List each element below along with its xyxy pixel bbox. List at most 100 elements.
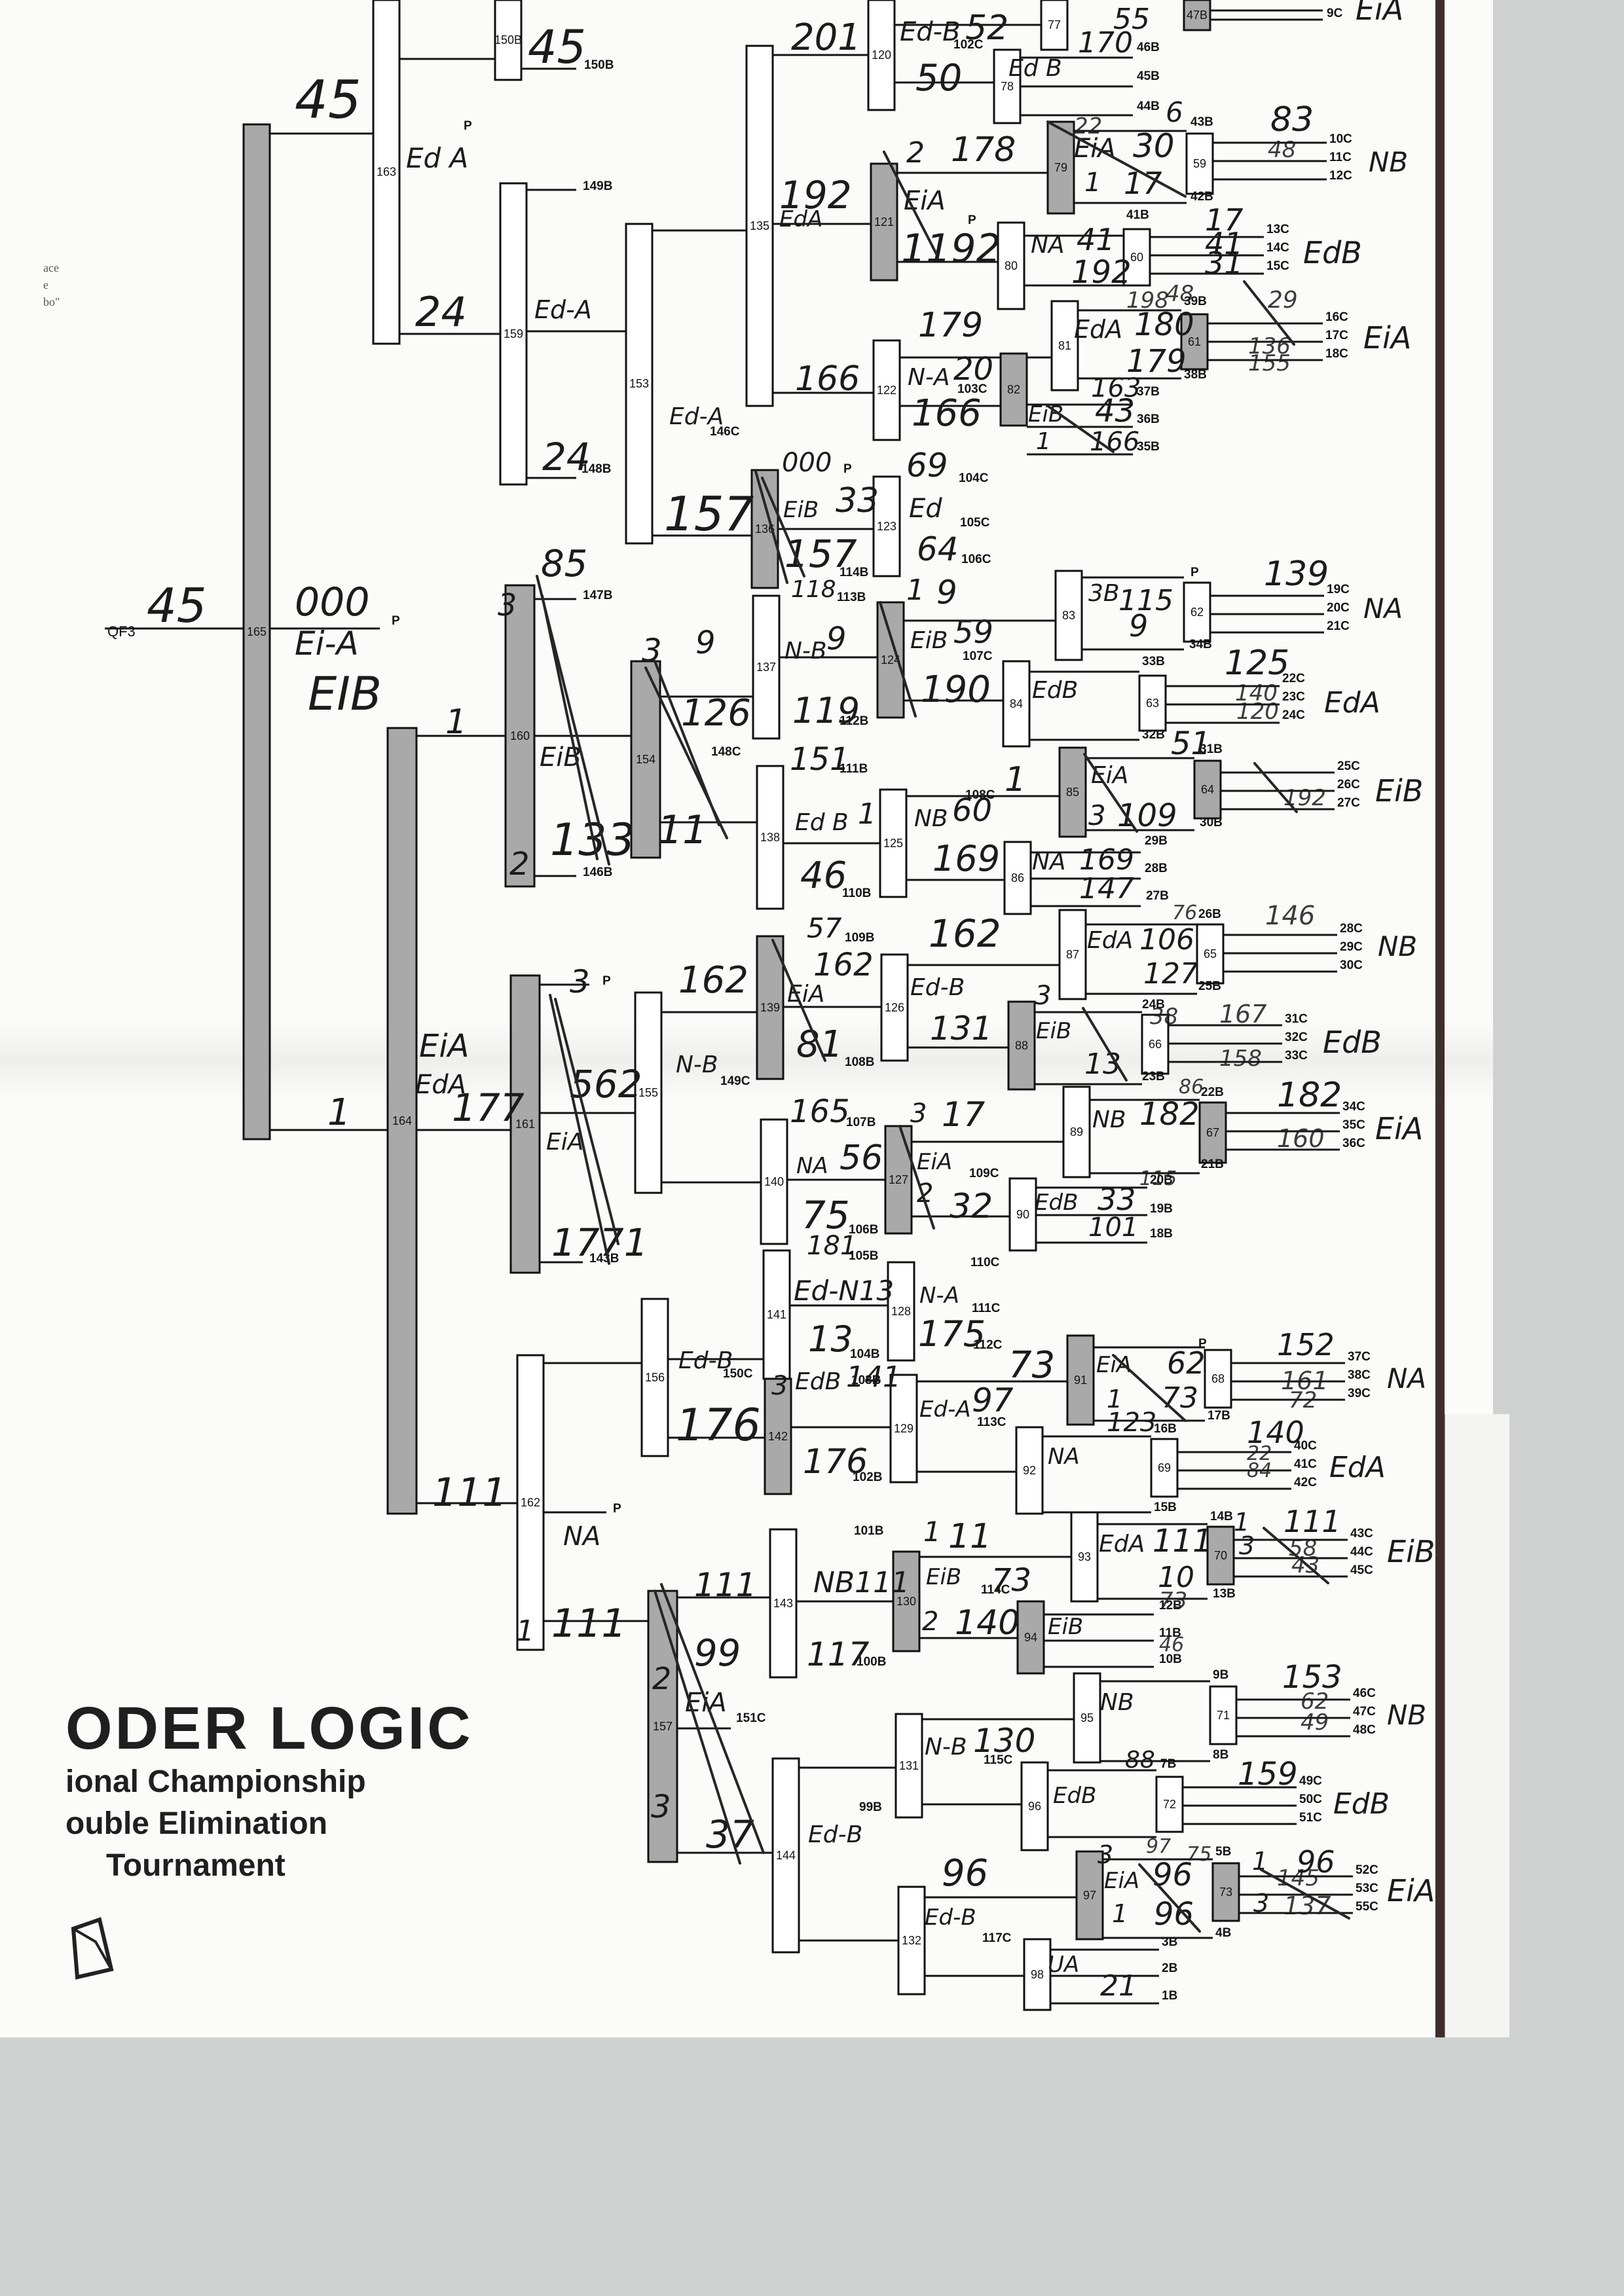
title-block: ODER LOGIC ional Championship ouble Elim… xyxy=(65,1696,473,1887)
match-number: 129 xyxy=(894,1422,913,1435)
match-number: 89 xyxy=(1070,1125,1083,1139)
match-box xyxy=(760,1118,788,1245)
slot-label: 31C xyxy=(1285,1012,1308,1026)
match-box xyxy=(997,221,1025,310)
handwritten-note: EdA xyxy=(1329,1451,1386,1484)
slot-label: 5B xyxy=(1215,1845,1231,1859)
handwritten-note: 17 xyxy=(1205,202,1244,238)
handwritten-note: 3 xyxy=(771,1371,788,1401)
handwritten-note: 9 xyxy=(826,621,847,657)
slot-label: 47C xyxy=(1353,1705,1376,1719)
slot-label: 38B xyxy=(1184,368,1207,382)
struck-score: 84 xyxy=(1247,1459,1272,1482)
handwritten-note: NA xyxy=(1048,1444,1080,1470)
handwritten-note: 1 xyxy=(1112,1899,1128,1928)
match-number: 124 xyxy=(881,653,900,666)
slot-label: 107B xyxy=(846,1116,876,1129)
match-number: 90 xyxy=(1016,1208,1029,1221)
struck-score: 136 xyxy=(1248,333,1291,359)
handwritten-note: 169 xyxy=(1079,843,1134,877)
slot-label: 19B xyxy=(1150,1202,1173,1216)
handwritten-note: 55 xyxy=(1113,3,1150,36)
handwritten-note: EdB xyxy=(1333,1787,1390,1821)
strike-mark xyxy=(771,939,826,1062)
handwritten-note: 83 xyxy=(1270,100,1314,139)
handwritten-note: Ed B xyxy=(795,809,849,836)
handwritten-note: 3 xyxy=(910,1099,927,1129)
slot-label: 146C xyxy=(710,425,740,439)
match-box xyxy=(1070,1511,1099,1603)
slot-label: 114B xyxy=(840,566,868,579)
handwritten-note: 1 xyxy=(445,702,467,742)
slot-label: 29C xyxy=(1340,940,1363,954)
slot-label: 110C xyxy=(970,1256,1000,1269)
match-box xyxy=(762,1249,791,1380)
match-number: 95 xyxy=(1080,1711,1094,1724)
handwritten-note: 111 xyxy=(1153,1523,1213,1559)
handwritten-note: 3 xyxy=(651,1789,671,1825)
struck-score: 167 xyxy=(1219,1000,1267,1029)
handwritten-note: Ed-B xyxy=(678,1347,733,1374)
match-box xyxy=(1062,1085,1091,1178)
handwritten-note: 162 xyxy=(929,911,1001,956)
match-box xyxy=(1211,1862,1240,1922)
handwritten-note: 96 xyxy=(942,1852,988,1895)
struck-score: 155 xyxy=(1248,350,1291,376)
strike-mark xyxy=(1112,1354,1187,1422)
slot-label: 41B xyxy=(1126,208,1149,222)
handwritten-note: 81 xyxy=(796,1023,843,1066)
slot-label: 150B xyxy=(584,58,614,72)
slot-label: 46B xyxy=(1137,41,1160,54)
handwritten-note: 31 xyxy=(1205,246,1244,281)
struck-score: 48 xyxy=(1166,281,1194,307)
match-number: 87 xyxy=(1066,948,1079,961)
handwritten-note: NB xyxy=(1100,1689,1134,1716)
slot-label: 117C xyxy=(982,1931,1012,1945)
match-number: 94 xyxy=(1024,1631,1037,1644)
handwritten-note: EiA xyxy=(419,1028,470,1065)
match-number: 59 xyxy=(1193,157,1206,170)
handwritten-note: 119 xyxy=(792,690,860,731)
slot-label: 102B xyxy=(853,1470,882,1484)
slot-label: 19C xyxy=(1327,583,1350,596)
strike-mark xyxy=(1082,1007,1128,1082)
slot-label: 22B xyxy=(1201,1085,1224,1099)
handwritten-note: 32 xyxy=(950,1187,993,1226)
match-box xyxy=(386,727,418,1515)
struck-score: 49 xyxy=(1301,1709,1329,1736)
slot-label: 103C xyxy=(957,382,987,396)
match-number: 156 xyxy=(645,1371,665,1384)
match-number: 98 xyxy=(1031,1968,1044,1981)
match-box xyxy=(1002,660,1031,748)
strike-mark xyxy=(754,470,788,584)
slot-label: 34B xyxy=(1189,638,1212,651)
handwritten-note: 000 xyxy=(782,448,832,478)
match-number: 143 xyxy=(773,1597,793,1610)
match-box xyxy=(1046,120,1075,215)
match-box xyxy=(872,339,901,441)
slot-label: 17B xyxy=(1208,1409,1230,1423)
handwritten-note: 45 xyxy=(295,69,361,130)
struck-score: 72 xyxy=(1289,1387,1317,1413)
handwritten-note: EdA xyxy=(415,1070,466,1100)
strike-mark xyxy=(654,1590,741,1865)
handwritten-note: EdB xyxy=(1032,677,1078,704)
handwritten-note: 6 xyxy=(1166,96,1183,128)
handwritten-note: 9 xyxy=(1129,608,1148,644)
slot-label: 18B xyxy=(1150,1227,1173,1241)
strike-mark xyxy=(879,601,917,718)
handwritten-note: 118 xyxy=(791,576,836,603)
handwritten-note: 41 xyxy=(1205,226,1244,261)
match-box xyxy=(750,469,779,589)
slot-label: P xyxy=(464,119,472,133)
strike-mark xyxy=(1253,762,1298,813)
slot-label: 28B xyxy=(1145,862,1168,875)
handwritten-note: 1 xyxy=(327,1091,351,1134)
handwritten-note: 1 xyxy=(906,574,925,607)
match-number: 83 xyxy=(1062,609,1075,622)
handwritten-note: EiA xyxy=(1363,320,1411,355)
handwritten-note: N-A xyxy=(919,1283,959,1309)
slot-label: 11B xyxy=(1159,1626,1181,1640)
match-number: 88 xyxy=(1015,1039,1028,1052)
match-number: 60 xyxy=(1130,251,1143,264)
